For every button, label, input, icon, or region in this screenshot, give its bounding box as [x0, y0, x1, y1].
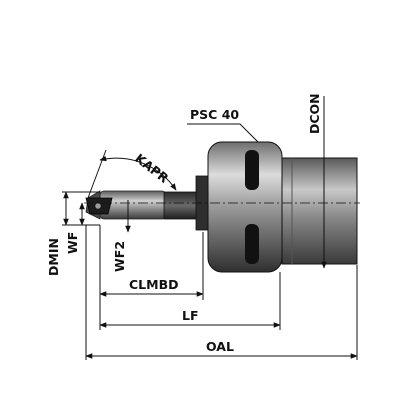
label-oal: OAL	[206, 339, 234, 354]
label-lf: LF	[182, 308, 199, 323]
label-wf: WF	[65, 232, 80, 254]
shank	[281, 157, 358, 265]
label-dmin: DMIN	[46, 238, 61, 276]
psc-leader	[187, 123, 259, 143]
label-wf2: WF2	[112, 241, 127, 272]
label-dcon: DCON	[307, 93, 322, 134]
label-psc: PSC 40	[190, 107, 239, 122]
kapr-arc	[99, 155, 177, 191]
flange-slot-top	[245, 150, 259, 190]
kapr-ref-line	[87, 149, 107, 199]
tool-body	[85, 141, 358, 273]
label-clmbd: CLMBD	[129, 277, 178, 292]
label-kapr: KAPR	[132, 151, 172, 187]
insert-screw	[94, 202, 102, 210]
flange-slot-bottom	[245, 224, 259, 264]
dimensions	[62, 96, 358, 360]
